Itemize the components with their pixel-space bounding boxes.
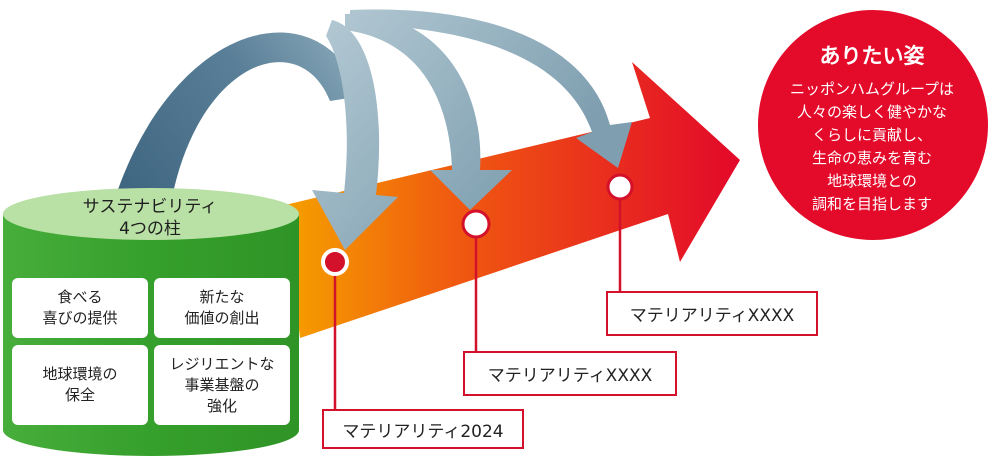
- big-curve-arrow: [115, 32, 362, 198]
- pillars-title: サステナビリティ 4つの柱: [82, 197, 218, 239]
- goal-description: ニッポンハムグループは 人々の楽しく健やかな くらしに貢献し、 生命の恵みを育む…: [789, 80, 955, 213]
- materiality-label-2: マテリアリティXXXX: [463, 351, 677, 396]
- curve-arrow-1: [312, 20, 398, 250]
- pillar-card-resilient-base: レジリエントな 事業基盤の 強化: [154, 345, 290, 425]
- marker-dot-3: [606, 173, 634, 201]
- cylinder-top: [3, 188, 299, 240]
- curve-arrow-3: [350, 9, 632, 168]
- curve-arrow-2: [345, 13, 512, 211]
- pillar-card-environment: 地球環境の 保全: [12, 345, 148, 425]
- pillar-card-new-value: 新たな 価値の創出: [154, 278, 290, 338]
- materiality-label-1: マテリアリティ2024: [322, 409, 524, 449]
- goal-title: ありたい姿: [819, 44, 925, 68]
- marker-dot-2: [461, 209, 491, 239]
- marker-dot-1: [321, 248, 349, 276]
- materiality-label-3: マテリアリティXXXX: [606, 291, 818, 336]
- pillar-card-food-joy: 食べる 喜びの提供: [12, 278, 148, 338]
- goal-circle: [758, 10, 988, 240]
